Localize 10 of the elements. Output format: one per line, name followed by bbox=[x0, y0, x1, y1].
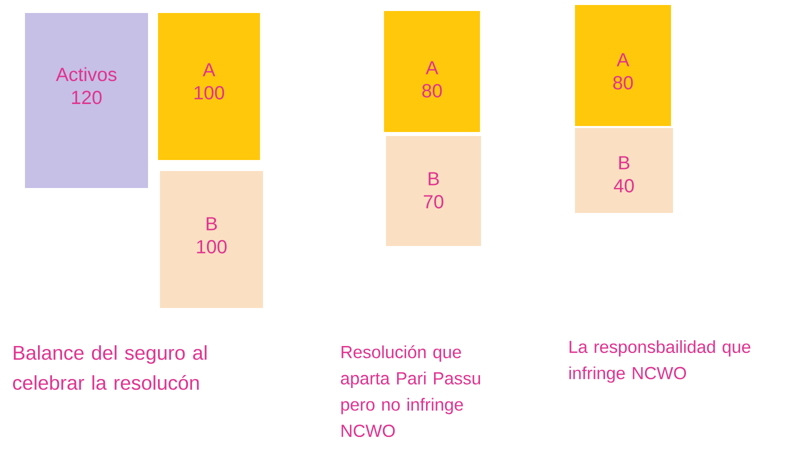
caption: Resolución que aparta Pari Passu pero no infringe NCWO bbox=[340, 345, 480, 438]
value-box: B 100 bbox=[160, 171, 263, 308]
value-box: B 40 bbox=[575, 128, 673, 213]
value-box: A 100 bbox=[158, 13, 260, 160]
caption: La responsbailidad que infringe NCWO bbox=[569, 340, 750, 383]
value-box: B 70 bbox=[386, 136, 481, 246]
caption: Balance del seguro al celebrar la resolucón bbox=[13, 345, 206, 390]
value-box: A 80 bbox=[384, 11, 480, 132]
value-box: A 80 bbox=[575, 5, 671, 126]
value-box: Activos 120 bbox=[25, 13, 148, 188]
